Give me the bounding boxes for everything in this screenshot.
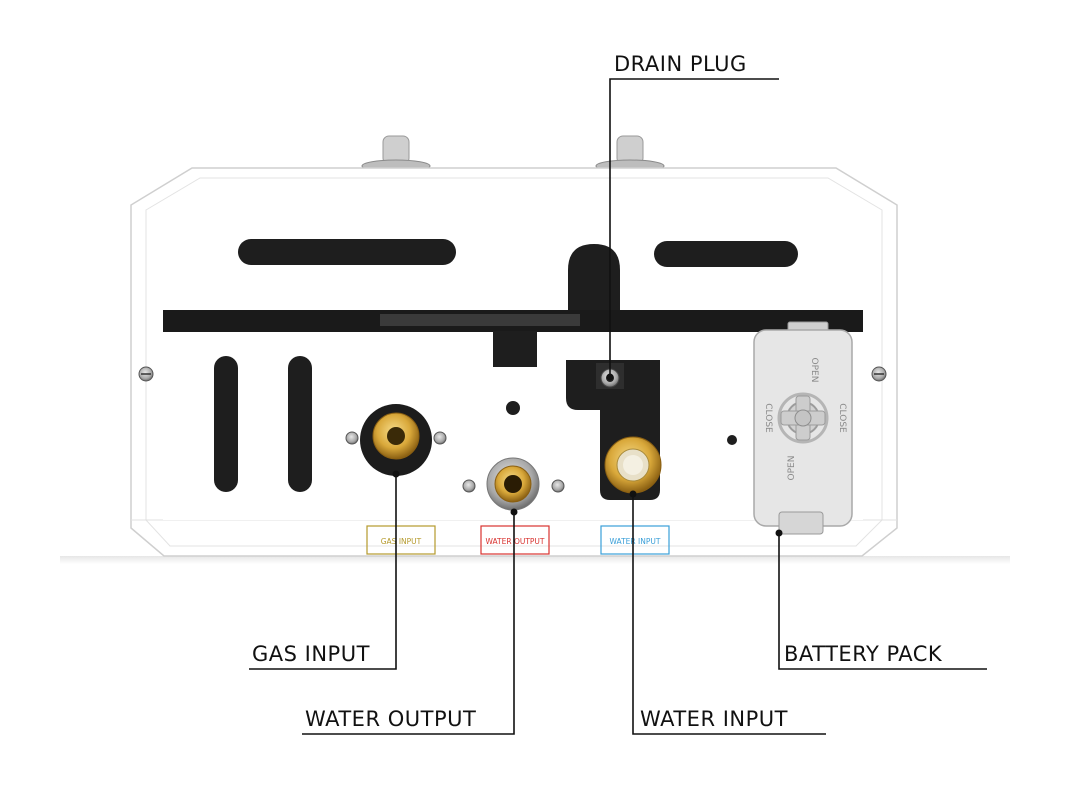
battery-cap-open-top: OPEN <box>809 358 819 383</box>
center-notch <box>568 244 620 310</box>
dot-battery-pack <box>775 529 783 537</box>
panel-label-gas-input: GAS INPUT <box>366 525 436 555</box>
vent-slot-right <box>654 241 798 267</box>
panel-label-water-input: WATER INPUT <box>600 525 670 555</box>
water-input-assembly <box>566 360 662 500</box>
inspection-window <box>493 331 537 367</box>
top-valve-right <box>595 135 665 173</box>
battery-cap-open-bottom: OPEN <box>787 456 797 481</box>
side-screw-right <box>871 366 887 382</box>
floor-shadow <box>60 556 1010 564</box>
internal-band <box>163 310 863 332</box>
battery-cap-close-right: CLOSE <box>837 403 847 433</box>
side-screw-left <box>138 366 154 382</box>
battery-pack: OPEN CLOSE CLOSE OPEN <box>753 321 853 535</box>
dot-drain-plug <box>606 373 614 381</box>
mounting-hole-center <box>506 401 520 415</box>
vertical-vent-2 <box>288 356 312 492</box>
panel-label-water-output: WATER OUTPUT <box>480 525 550 555</box>
callout-water-output: WATER OUTPUT <box>305 707 477 731</box>
leader-drain-plug <box>609 78 779 377</box>
leader-battery-pack <box>778 533 987 670</box>
vertical-vent-1 <box>214 356 238 492</box>
gas-input-fitting <box>345 404 447 476</box>
panel-label-water-input-text: WATER INPUT <box>610 537 661 546</box>
dot-water-input <box>629 490 637 498</box>
leader-lines <box>249 78 987 735</box>
callout-drain-plug: DRAIN PLUG <box>614 52 747 76</box>
panel-label-water-output-text: WATER OUTPUT <box>485 537 544 546</box>
panel-label-gas-input-text: GAS INPUT <box>381 537 422 546</box>
leader-water-input <box>632 494 826 735</box>
mounting-hole-right <box>727 435 737 445</box>
dot-water-output <box>510 508 518 516</box>
callout-water-input: WATER INPUT <box>640 707 788 731</box>
top-valve-left <box>361 135 431 173</box>
dot-gas-input <box>392 470 400 478</box>
leader-dots <box>392 373 783 537</box>
battery-cap-close-left: CLOSE <box>763 403 773 433</box>
leader-water-output <box>302 512 515 735</box>
leader-gas-input <box>249 474 397 670</box>
vent-slot-left <box>238 239 456 265</box>
callout-battery-pack: BATTERY PACK <box>784 642 943 666</box>
callout-gas-input: GAS INPUT <box>252 642 370 666</box>
